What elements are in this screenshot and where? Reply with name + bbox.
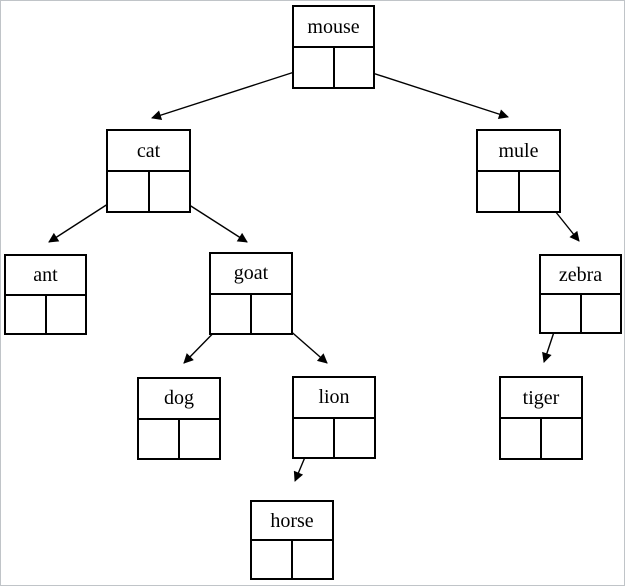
node-label: lion xyxy=(294,378,374,419)
left-pointer-cell xyxy=(252,541,293,578)
pointer-cells xyxy=(294,48,373,87)
left-pointer-cell xyxy=(501,419,542,458)
right-pointer-cell xyxy=(47,296,86,333)
node-label: ant xyxy=(6,256,85,296)
edge-mouse-left-to-cat xyxy=(151,65,314,120)
pointer-cells xyxy=(211,294,291,333)
tree-node-tiger: tiger xyxy=(499,376,583,460)
right-pointer-cell xyxy=(335,48,374,87)
pointer-cells xyxy=(294,418,374,457)
pointer-cells xyxy=(108,172,189,211)
right-pointer-cell xyxy=(335,419,374,457)
right-pointer-cell xyxy=(252,295,291,333)
tree-node-zebra: zebra xyxy=(539,254,622,334)
tree-node-mouse: mouse xyxy=(292,5,375,89)
pointer-cells xyxy=(139,419,219,458)
left-pointer-cell xyxy=(6,295,47,333)
pointer-cells xyxy=(252,541,332,578)
tree-node-horse: horse xyxy=(250,500,334,580)
right-pointer-cell xyxy=(520,172,560,211)
edge-mouse-right-to-mule xyxy=(353,66,509,119)
left-pointer-cell xyxy=(211,294,252,333)
left-pointer-cell xyxy=(478,172,520,211)
tree-node-ant: ant xyxy=(4,254,87,335)
left-pointer-cell xyxy=(541,295,582,332)
tree-node-dog: dog xyxy=(137,377,221,460)
node-label: dog xyxy=(139,379,219,420)
left-pointer-cell xyxy=(139,419,180,458)
pointer-cells xyxy=(501,419,581,458)
tree-node-mule: mule xyxy=(476,129,561,213)
tree-node-cat: cat xyxy=(106,129,191,213)
right-pointer-cell xyxy=(180,420,219,458)
node-label: mule xyxy=(478,131,559,173)
left-pointer-cell xyxy=(294,418,335,457)
node-label: tiger xyxy=(501,378,581,420)
right-pointer-cell xyxy=(293,541,332,578)
left-pointer-cell xyxy=(108,172,150,211)
tree-node-goat: goat xyxy=(209,252,293,335)
node-label: cat xyxy=(108,131,189,173)
node-label: horse xyxy=(252,502,332,542)
right-pointer-cell xyxy=(150,172,190,211)
node-label: mouse xyxy=(294,7,373,49)
right-pointer-cell xyxy=(542,419,581,458)
pointer-cells xyxy=(6,295,86,333)
tree-node-lion: lion xyxy=(292,376,376,459)
right-pointer-cell xyxy=(582,295,621,332)
pointer-cells xyxy=(478,172,559,211)
node-label: zebra xyxy=(541,256,620,296)
pointer-cells xyxy=(541,295,620,332)
node-label: goat xyxy=(211,254,291,295)
left-pointer-cell xyxy=(294,48,335,87)
